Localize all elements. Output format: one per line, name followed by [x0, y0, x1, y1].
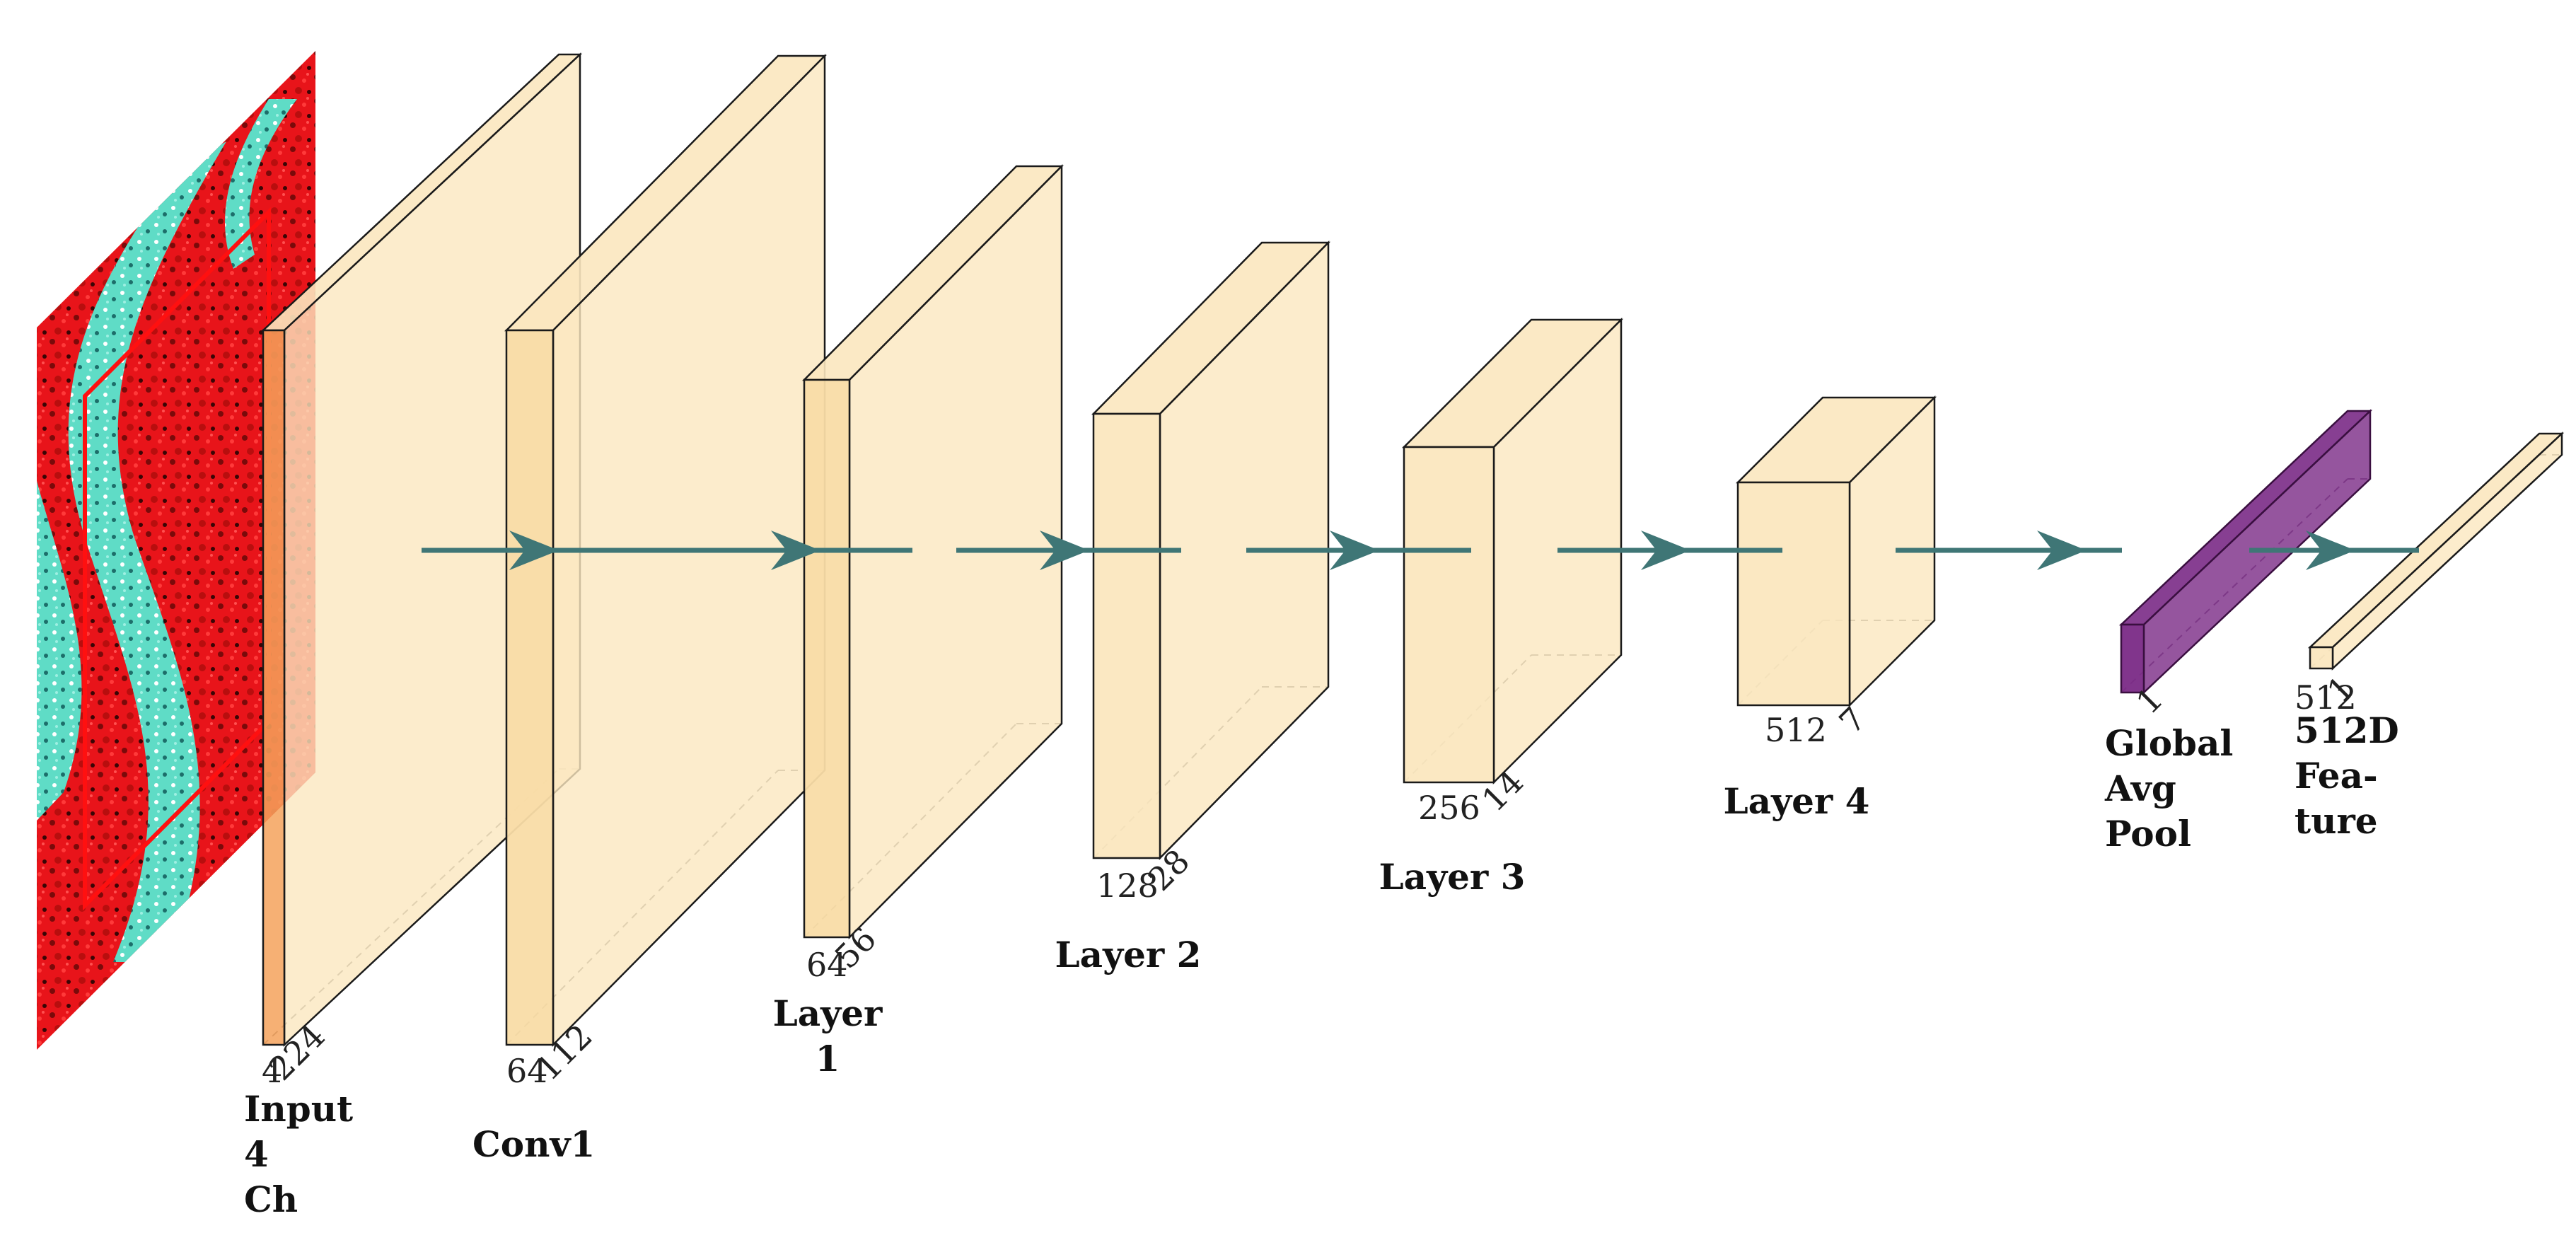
- feature-label: ture: [2294, 800, 2378, 842]
- conv1-label: Conv1: [472, 1123, 595, 1165]
- layer1-label: Layer: [773, 992, 883, 1034]
- arrow-head-icon: [1330, 531, 1379, 570]
- feature-label: Fea-: [2294, 755, 2378, 797]
- pool-label: Global: [2105, 722, 2233, 764]
- input-label: Input: [244, 1088, 353, 1130]
- layer1-channels-label: 64: [806, 946, 848, 984]
- arrow-head-icon: [1040, 531, 1089, 570]
- arrow-head-icon: [2037, 531, 2087, 570]
- layer4-label: Layer 4: [1724, 780, 1870, 822]
- feature-label: 512D: [2294, 709, 2399, 751]
- layer3-block: [1401, 317, 1624, 785]
- feature-channels-label: 512: [2294, 678, 2357, 717]
- conv1-channels-label: 64: [506, 1052, 548, 1090]
- layer3-channels-label: 256: [1418, 789, 1480, 827]
- layer4-channels-label: 512: [1765, 711, 1827, 749]
- arrow-head-icon: [771, 531, 820, 570]
- layer1-label: 1: [816, 1038, 840, 1079]
- layer2-channels-label: 128: [1096, 867, 1159, 905]
- pool-label: Pool: [2105, 813, 2191, 855]
- pool-label: Avg: [2104, 767, 2176, 809]
- layer1-block: [801, 163, 1064, 940]
- layer2-label: Layer 2: [1055, 934, 1202, 975]
- input-channels-label: 4: [262, 1052, 282, 1090]
- layer3-label: Layer 3: [1379, 856, 1526, 898]
- input-label: Ch: [244, 1178, 298, 1220]
- arrow-head-icon: [2306, 531, 2355, 570]
- layer2-block: [1091, 240, 1330, 861]
- arrow-head-icon: [1641, 531, 1690, 570]
- input-label: 4: [244, 1133, 269, 1175]
- feature-block: [2307, 431, 2565, 671]
- arrow-head-icon: [509, 531, 559, 570]
- layer4-block: [1735, 395, 1937, 708]
